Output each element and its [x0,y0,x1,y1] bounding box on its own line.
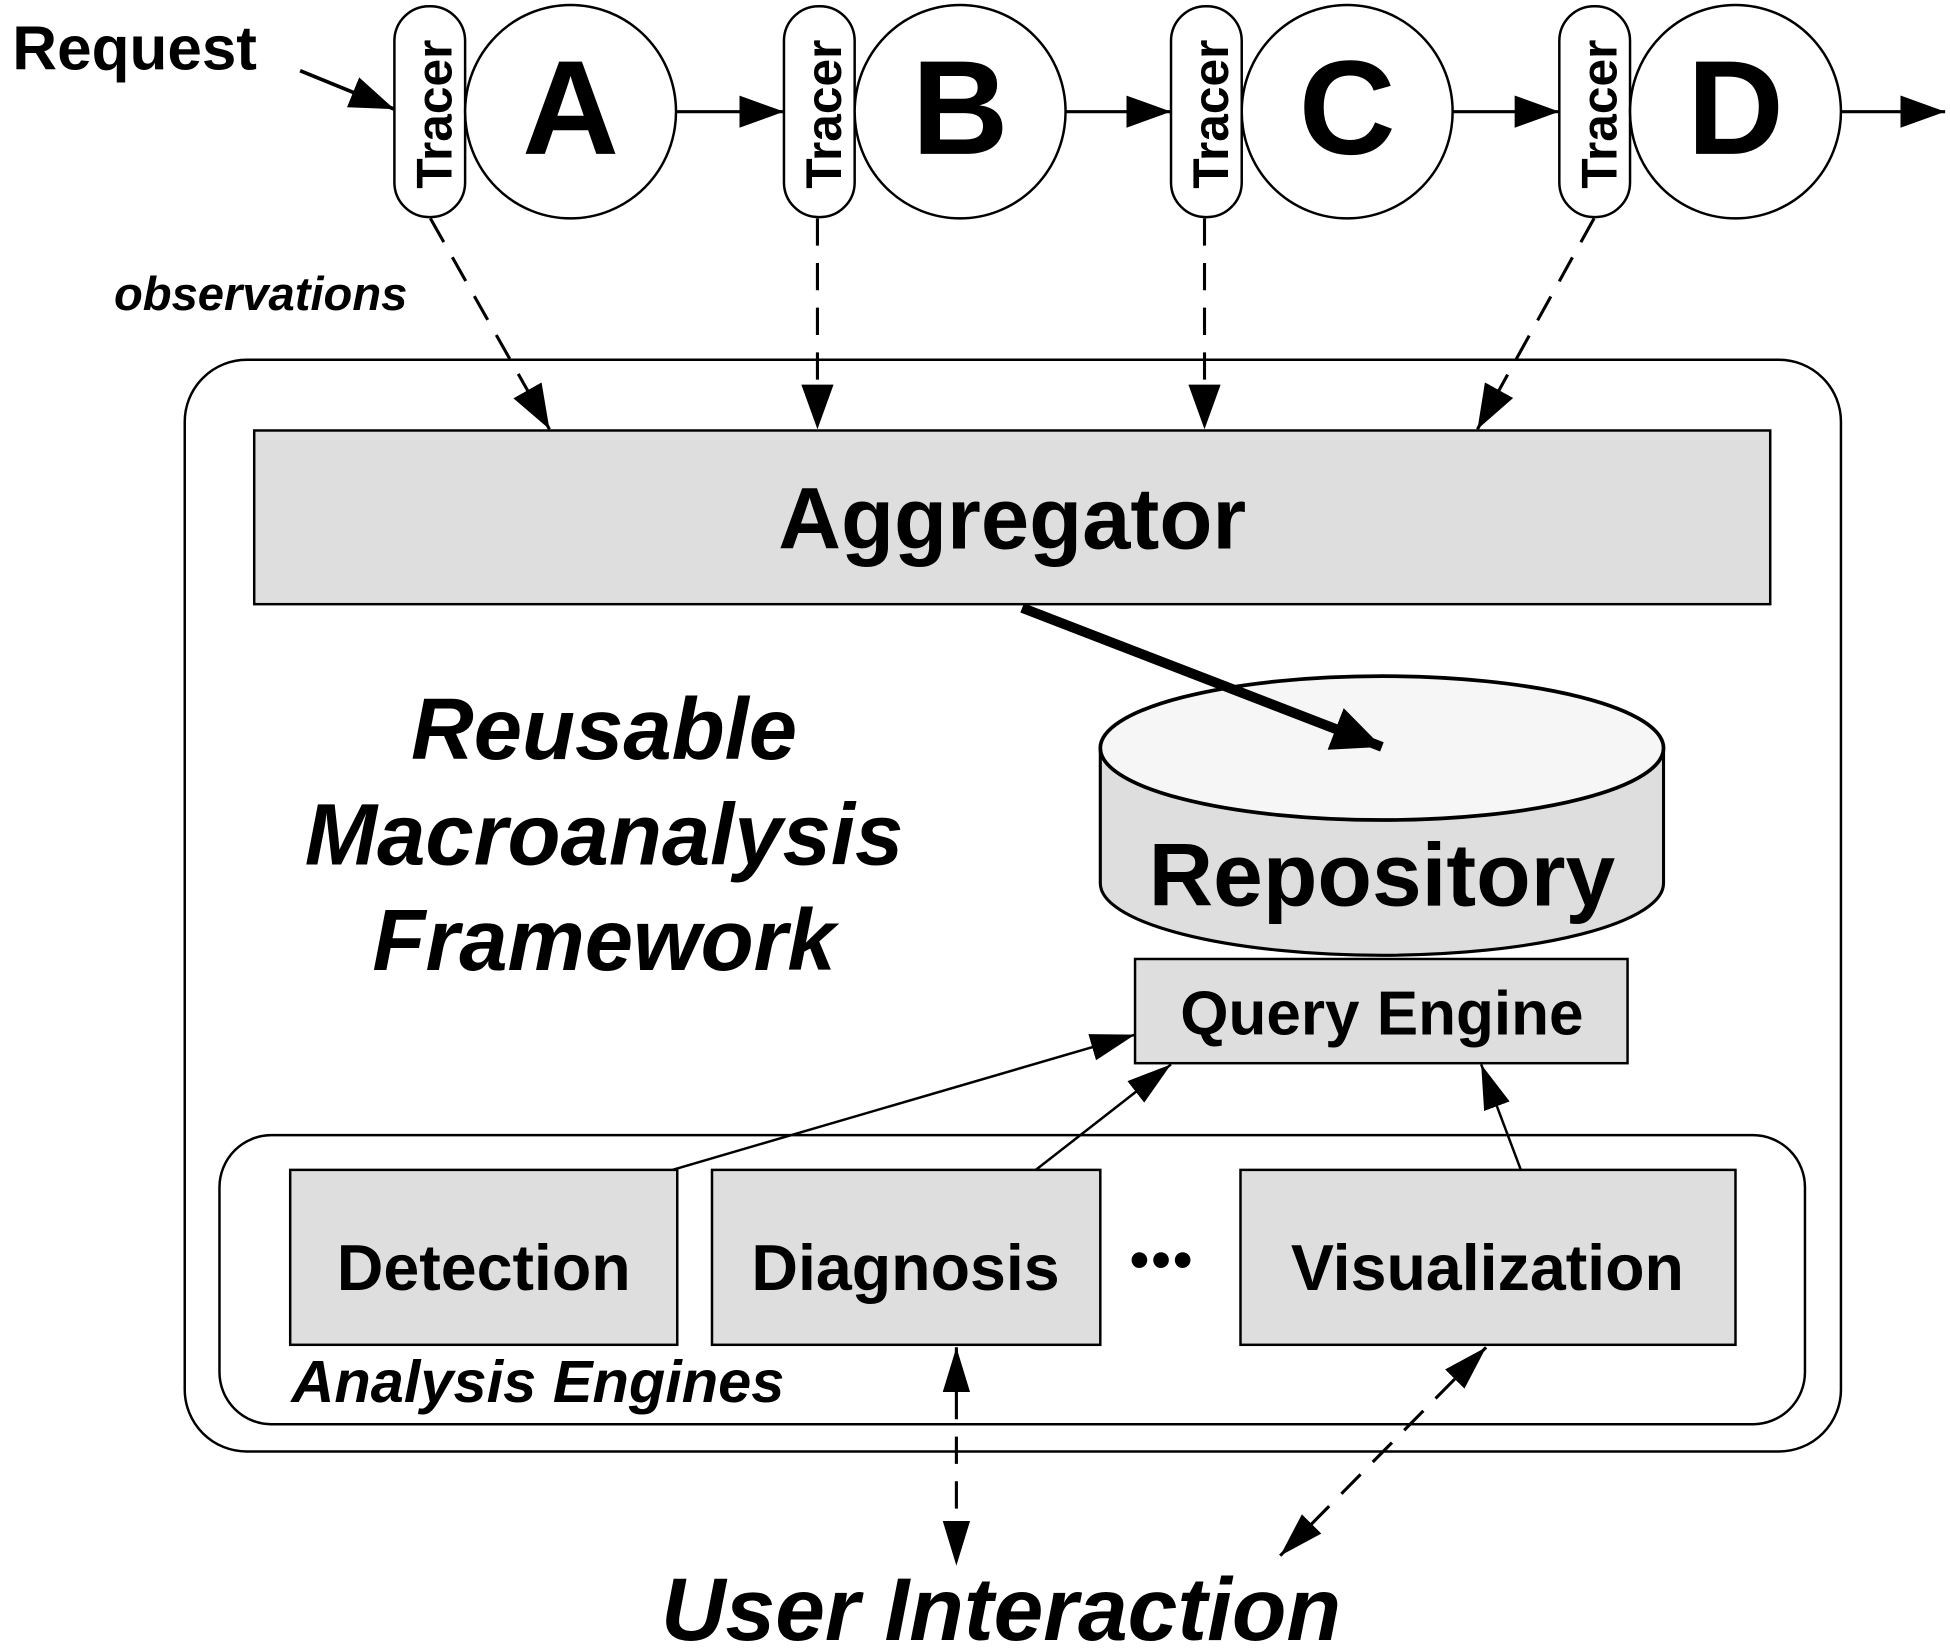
node-d-label: D [1687,34,1784,183]
detection-label: Detection [337,1232,631,1304]
visualization-box [1239,1168,1737,1347]
diagnosis-label: Diagnosis [751,1232,1059,1304]
component-a: Tracer A [393,3,678,220]
tracer-c-label: Tracer [1183,40,1239,189]
node-c-label: C [1299,34,1396,183]
engine-detection: Detection [288,1168,679,1347]
visualization-label: Visualization [1291,1232,1684,1304]
node-a-label: A [522,34,619,183]
query-engine-label: Query Engine [1180,980,1583,1049]
analysis-engines-label: Analysis Engines [289,1348,784,1415]
query-engine-box [1133,957,1629,1065]
aggregator-box [252,429,1772,606]
tracer-a-label: Tracer [406,40,462,189]
observation-arrow-d [1476,217,1596,430]
diagnosis-to-query-arrow [1035,1063,1172,1171]
component-d: Tracer D [1558,3,1843,220]
engine-visualization: Visualization [1239,1168,1737,1347]
diagnosis-box [710,1168,1102,1347]
repository-top [1098,674,1666,822]
detection-box [288,1168,679,1347]
engines-ellipsis: ••• [1130,1229,1195,1290]
aggregator-to-repository-arrow [1020,603,1384,752]
framework-title-line-1: Reusable [411,681,797,778]
repository-label: Repository [1149,825,1616,925]
node-b-label: B [912,34,1009,183]
framework-title: Reusable Macroanalysis Framework [305,681,903,989]
tracer-d-label: Tracer [1571,40,1627,189]
engine-diagnosis: Diagnosis [710,1168,1102,1347]
observations-label: observations [114,267,407,320]
tracer-b-label: Tracer [796,40,852,189]
request-label: Request [12,14,257,83]
request-arrow [299,68,396,111]
repository: Repository [1098,674,1666,957]
visualization-user-arrow [1279,1346,1488,1557]
component-c: Tracer C [1169,3,1454,220]
observation-arrow-a [429,217,551,431]
detection-to-query-arrow [671,1033,1136,1172]
visualization-to-query-arrow [1480,1063,1523,1171]
aggregator-label: Aggregator [778,470,1246,567]
framework-title-line-3: Framework [372,892,839,989]
component-b: Tracer B [782,3,1067,220]
user-interaction-label: User Interaction [661,1559,1341,1650]
framework-title-line-2: Macroanalysis [305,787,903,884]
